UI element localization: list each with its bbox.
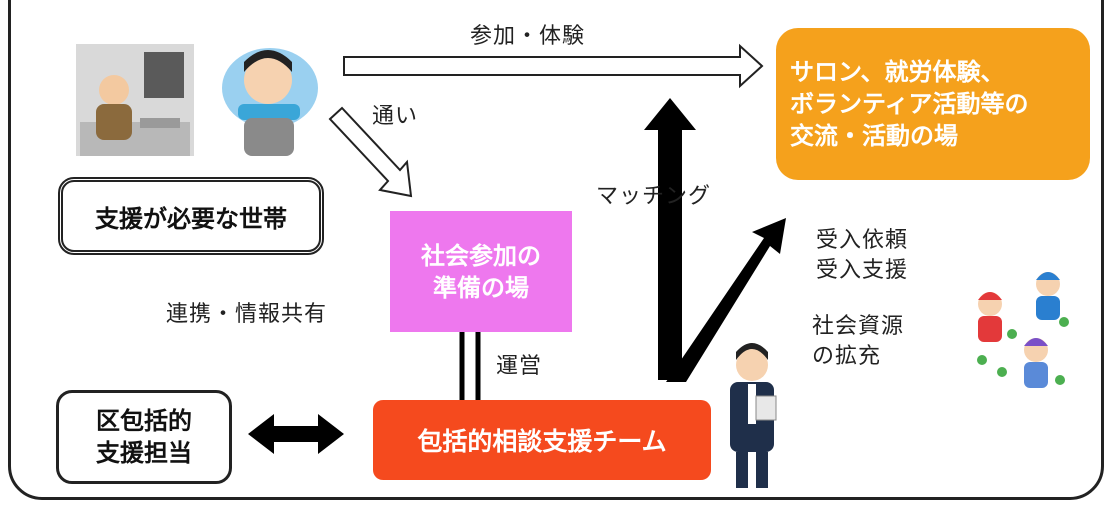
worried-person-icon [222,48,318,156]
matching-arrow [644,98,696,380]
ward-support-box: 区包括的 支援担当 [56,390,232,484]
activity-place-box: サロン、就労体験、 ボランティア活動等の 交流・活動の場 [776,28,1090,180]
staff-person-icon [730,343,777,488]
elderly-person-icon [76,44,194,156]
coordination-double-arrow [248,414,344,454]
volunteers-icon [977,272,1069,388]
commute-label: 通い [372,104,419,129]
operation-label: 運営 [496,354,543,379]
acceptance-label: 受入依頼 受入支援 [816,228,909,283]
coordination-label: 連携・情報共有 [166,302,328,327]
household-box: 支援が必要な世帯 [58,177,324,255]
diagram-frame [8,0,1104,500]
participation-arrow [343,43,764,89]
participation-label: 参加・体験 [470,24,586,49]
matching-label: マッチング [596,184,712,209]
support-team-box: 包括的相談支援チーム [373,400,711,480]
commute-arrow [328,106,413,198]
resources-label: 社会資源 の拡充 [812,314,905,369]
preparation-place-box: 社会参加の 準備の場 [390,211,572,332]
acceptance-arrow [666,218,786,382]
